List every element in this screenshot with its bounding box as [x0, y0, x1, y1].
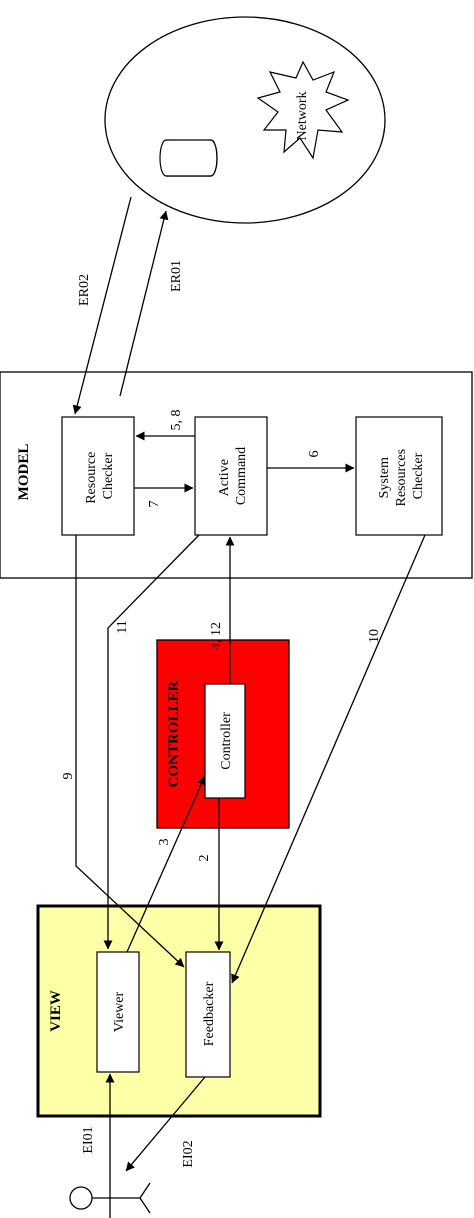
- arrow-9: [75, 535, 185, 968]
- label-er02: ER02: [77, 274, 92, 306]
- resource-checker-label: Resource Checker: [84, 448, 116, 504]
- label-5-8: 5, 8: [169, 410, 184, 431]
- label-ei01: EI01: [81, 1126, 96, 1153]
- arrow-11: [103, 534, 200, 950]
- view-container: [36, 904, 322, 1118]
- system-resources-checker-box: [355, 416, 443, 536]
- arrow-er02: [72, 196, 132, 415]
- label-10: 10: [367, 629, 382, 643]
- system-resources-checker-label: System Resources Checker: [377, 445, 426, 506]
- controller-box: [204, 683, 246, 799]
- model-title: MODEL: [16, 444, 32, 501]
- controller-label: Controller: [219, 712, 234, 770]
- arrow-ei02: [125, 1076, 206, 1172]
- feedbacker-label: Feedbacker: [202, 981, 217, 1046]
- database-icon: [159, 139, 218, 177]
- label-er01: ER01: [169, 260, 184, 292]
- label-11: 11: [115, 620, 130, 633]
- view-title: VIEW: [48, 990, 64, 1032]
- feedbacker-box: [185, 951, 231, 1078]
- network-label: Network: [295, 92, 310, 141]
- active-command-box: [194, 416, 268, 536]
- label-7: 7: [147, 501, 162, 508]
- environment-ellipse: [104, 16, 386, 224]
- user-actor-icon: [69, 1180, 151, 1218]
- arrow-3: [126, 775, 206, 953]
- label-ei02: EI02: [181, 1140, 196, 1167]
- arrow-10: [231, 534, 426, 984]
- label-4-12: 4, 12: [209, 622, 224, 650]
- label-2: 2: [197, 855, 212, 862]
- label-9: 9: [61, 773, 76, 780]
- network-icon: Network: [256, 60, 350, 160]
- arrow-er01: [119, 210, 169, 397]
- label-3: 3: [157, 839, 172, 846]
- viewer-label: Viewer: [112, 991, 127, 1032]
- label-6: 6: [307, 451, 322, 458]
- active-command-label: Active Command: [217, 447, 249, 505]
- viewer-box: [96, 951, 140, 1073]
- resource-checker-box: [61, 416, 135, 536]
- controller-title: CONTROLLER: [166, 680, 182, 787]
